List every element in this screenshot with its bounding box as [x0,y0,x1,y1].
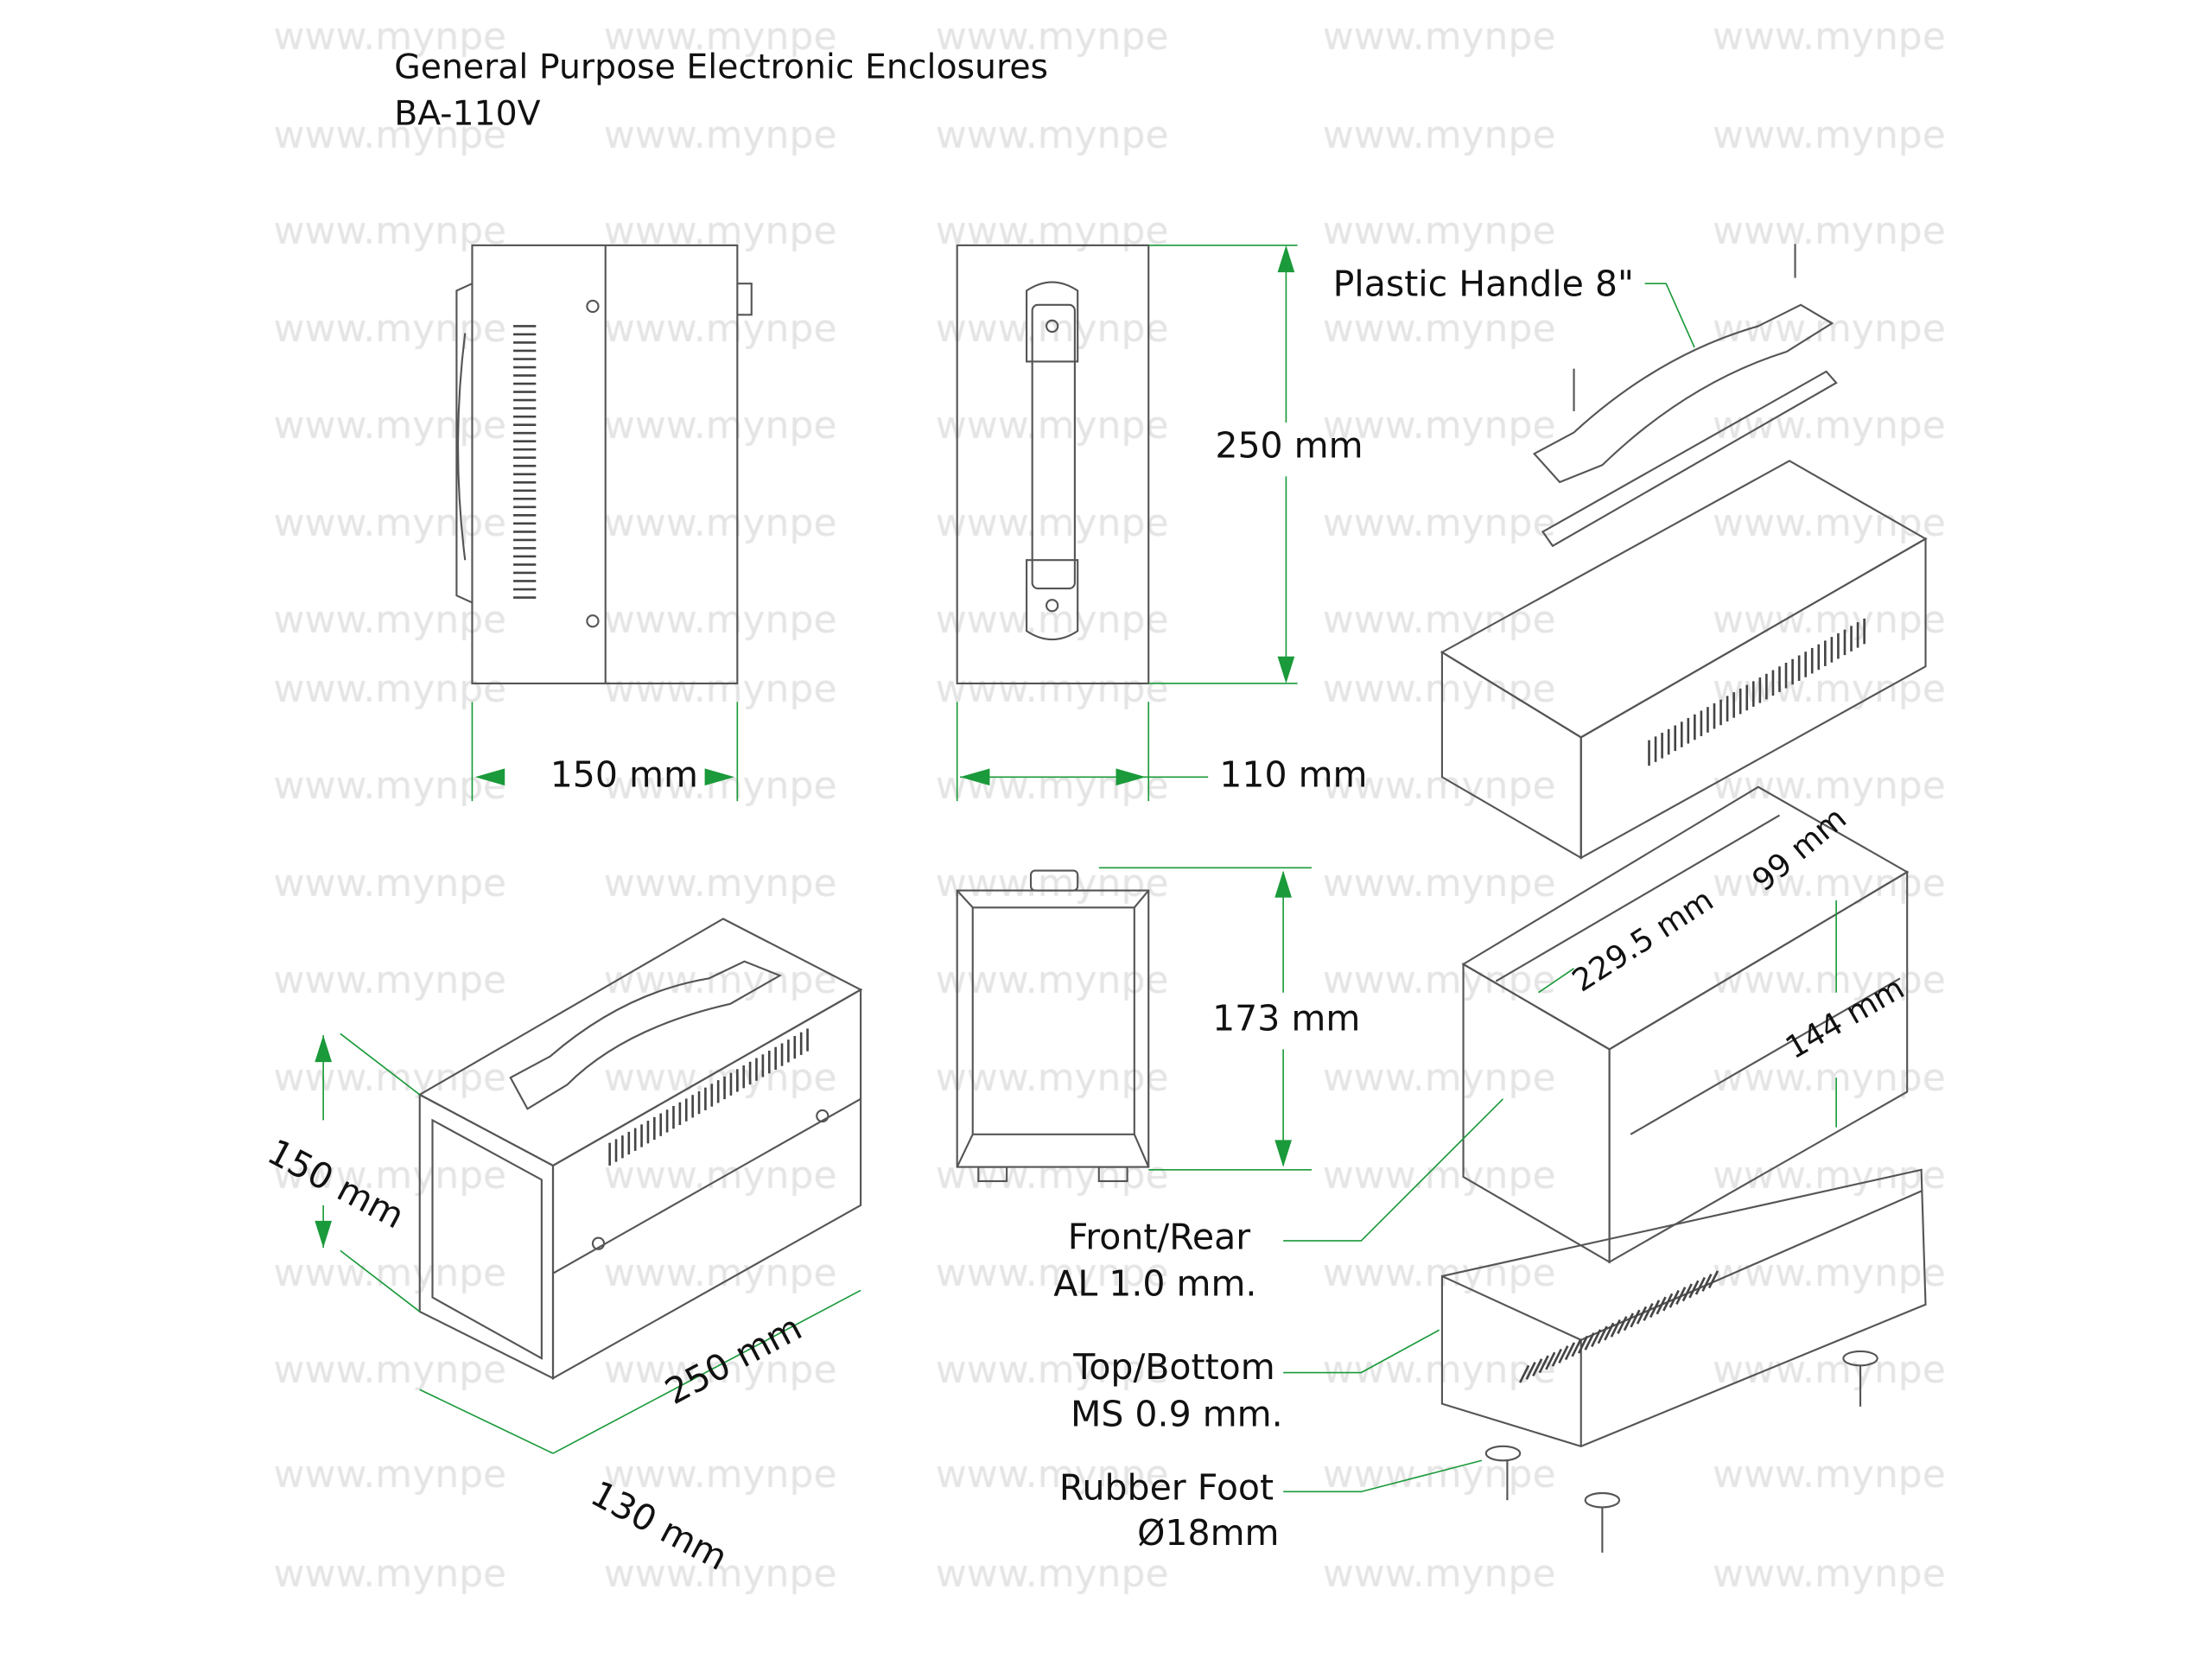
callout-top-bottom-spec: MS 0.9 mm. [1071,1393,1283,1434]
vent-slot [1584,1332,1595,1351]
vent-slot [1577,1335,1589,1354]
vent-slot [1675,1287,1687,1306]
vent-slot [1519,1364,1530,1383]
callout-front-rear: Front/Rear [1068,1216,1251,1257]
vent-slot [1656,1296,1667,1315]
vent-slot [1643,1303,1654,1321]
vent-slot [1662,1293,1674,1312]
callout-front-rear-spec: AL 1.0 mm. [1053,1262,1256,1304]
vent-slot [1623,1313,1634,1332]
vent-slot [1525,1361,1536,1380]
front-view [956,244,1150,685]
rear-view [956,869,1150,1183]
vent-slot [1604,1322,1615,1341]
plastic-handle [1532,303,1834,484]
dim-iso-width: 130 mm [584,1472,734,1579]
screw-icon [586,614,600,628]
vent-slot [1636,1306,1648,1325]
dim-inner-height: 144 mm [1779,969,1910,1067]
vent-slot [1688,1280,1700,1299]
dim-side-height: 250 mm [1215,425,1363,467]
screw-icon [586,299,600,314]
model-number: BA-110V [394,93,540,133]
vent-slot [1649,1300,1661,1319]
title: General Purpose Electronic Enclosures [394,47,1048,86]
callout-top-bottom: Top/Bottom [1072,1346,1274,1388]
vent-slot [1551,1348,1562,1367]
callout-handle: Plastic Handle 8" [1333,263,1634,304]
vent-slots [1519,1270,1719,1383]
dimension-lines [315,245,1837,1493]
dim-inner-width: 99 mm [1745,799,1853,899]
vent-slot [1597,1325,1608,1344]
vent-slot [1694,1276,1707,1295]
dim-side-width: 150 mm [550,753,698,795]
vent-slots [608,1028,809,1166]
vent-slot [1564,1342,1576,1361]
exploded-view [1440,244,1928,1553]
vent-slot [1545,1351,1556,1370]
vent-slot [1617,1316,1628,1334]
vent-slot [1701,1274,1713,1292]
vent-slot [1532,1358,1543,1377]
vent-slot [1610,1319,1621,1338]
vent-slot [1669,1289,1680,1308]
callout-rubber-foot: Rubber Foot [1059,1467,1274,1509]
dim-front-width: 110 mm [1219,753,1367,795]
dim-inner-length: 229.5 mm [1566,881,1720,1000]
dim-rear-height: 173 mm [1212,998,1360,1039]
vent-slots [1648,618,1866,766]
vent-slot [1591,1329,1602,1348]
vent-slot [1630,1309,1641,1328]
callout-rubber-foot-size: Ø18mm [1137,1512,1279,1554]
isometric-assembled-view [417,918,863,1380]
dim-iso-length: 250 mm [658,1306,809,1413]
vent-slot [1707,1270,1719,1289]
vent-slot [1681,1283,1693,1302]
vent-slot [1538,1355,1549,1374]
vent-slot [1558,1345,1569,1363]
side-view [455,244,753,685]
vent-slots [513,325,537,599]
vent-slot [1571,1338,1582,1357]
dim-iso-height: 150 mm [261,1131,411,1237]
rubber-foot-icon [1484,1350,1878,1553]
